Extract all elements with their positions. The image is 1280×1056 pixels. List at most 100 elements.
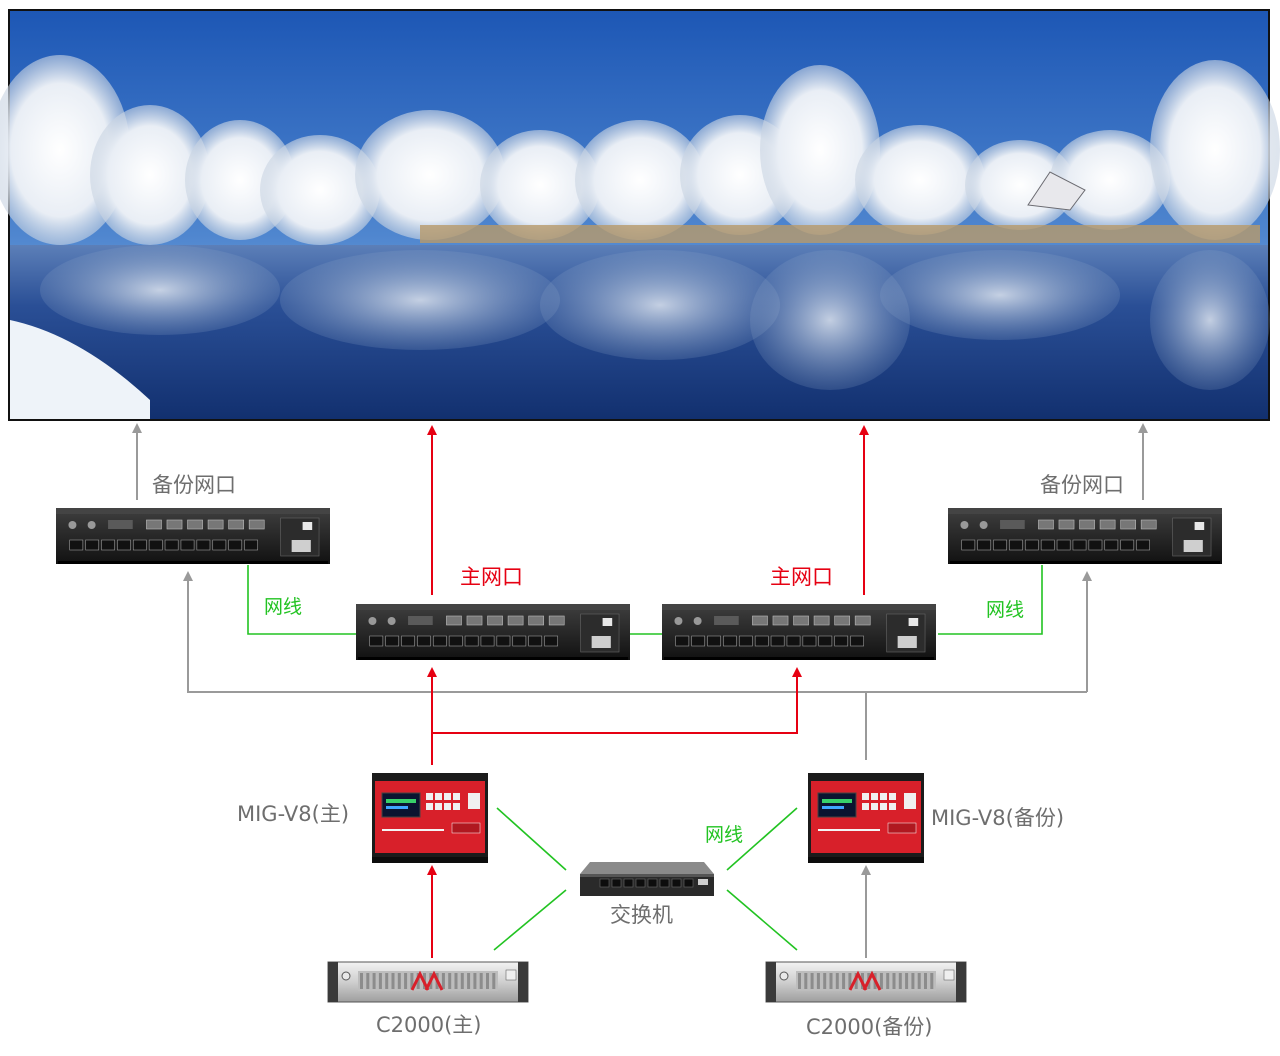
cable-left xyxy=(247,565,356,635)
ethernet-port xyxy=(1024,539,1039,551)
mig-logo-badge xyxy=(468,793,480,809)
ethernet-port xyxy=(69,539,84,551)
processor-backup-left xyxy=(56,508,330,564)
ethernet-port xyxy=(212,539,227,551)
dvi-port xyxy=(166,519,183,530)
mig-keypad-key xyxy=(889,803,896,810)
server-vent-slot xyxy=(823,973,827,989)
mig-lcd-line xyxy=(386,806,408,809)
processor-bottom xyxy=(358,657,628,660)
ethernet-port xyxy=(101,539,115,551)
mig-keypad-key xyxy=(435,793,442,800)
mig-foot xyxy=(808,857,924,863)
dvi-port xyxy=(548,615,565,626)
bnc-connector xyxy=(674,617,683,625)
ethernet-port xyxy=(977,539,992,551)
ethernet-port xyxy=(754,635,769,647)
power-switch xyxy=(602,618,613,626)
ethernet-port xyxy=(480,635,495,647)
main-link-mig-to-right xyxy=(432,667,802,734)
ethernet-port xyxy=(1056,539,1071,551)
ethernet-port xyxy=(180,539,195,551)
server-vent-slot xyxy=(829,973,833,989)
ethernet-port xyxy=(117,539,131,551)
label-mig-main: MIG-V8(主) xyxy=(237,802,350,826)
server-vent-slot xyxy=(416,973,420,989)
label-cable-switch: 网线 xyxy=(705,824,744,846)
ethernet-port xyxy=(385,635,400,647)
processor-main-right xyxy=(662,604,936,660)
ethernet-port xyxy=(448,635,463,647)
dvi-port xyxy=(228,519,244,530)
server-vent-slot xyxy=(879,973,883,989)
mig-keypad-key xyxy=(871,793,878,800)
ethernet-port xyxy=(1104,539,1119,551)
ethernet-port xyxy=(993,539,1007,551)
ethernet-port xyxy=(818,635,833,647)
server-vent-slot xyxy=(360,973,363,989)
dvi-port xyxy=(1079,519,1095,530)
server-vent-slot xyxy=(924,973,927,989)
server-vent-slot xyxy=(441,973,445,989)
label-cable-left: 网线 xyxy=(264,596,303,618)
power-switch xyxy=(302,522,313,530)
server-vent-slot xyxy=(898,973,902,989)
snowy-tree-line xyxy=(0,55,1280,245)
server-rack-ear xyxy=(328,962,338,1002)
serial-port xyxy=(108,520,133,529)
processor-top xyxy=(662,604,936,610)
mig-lcd-line xyxy=(822,799,852,803)
label-main-port-left: 主网口 xyxy=(460,565,523,589)
power-switch xyxy=(908,618,919,626)
mig-lcd-screen xyxy=(381,792,421,818)
server-vent-slot xyxy=(460,973,464,989)
server-vent-slot xyxy=(492,973,496,989)
label-backup-port-right: 备份网口 xyxy=(1040,473,1124,497)
server-vent-slot xyxy=(892,973,896,989)
ethernet-port xyxy=(132,539,147,551)
ethernet-port xyxy=(369,635,384,647)
server-vent-slot xyxy=(842,973,846,989)
bnc-connector xyxy=(387,617,396,625)
ethernet-port xyxy=(1120,539,1135,551)
ethernet-port xyxy=(228,539,243,551)
mig-keypad-key xyxy=(880,803,887,810)
dvi-port xyxy=(446,615,462,626)
server-vent-slot xyxy=(410,973,414,989)
server-brand-logo xyxy=(410,970,444,991)
mig-keypad-key xyxy=(862,793,869,800)
server-vent-slot xyxy=(391,973,395,989)
dvi-port xyxy=(1140,519,1157,530)
mig-lcd-line xyxy=(386,799,416,803)
server-vent-slot xyxy=(454,973,458,989)
processor-bottom xyxy=(58,561,328,564)
dvi-port xyxy=(487,615,503,626)
ethernet-port xyxy=(723,635,737,647)
server-status-panel xyxy=(943,969,955,981)
ethernet-port xyxy=(786,635,801,647)
ethernet-port xyxy=(1009,539,1023,551)
dvi-port xyxy=(1120,519,1136,530)
processor-backup-right xyxy=(948,508,1222,564)
c2000-backup-server xyxy=(765,961,967,1003)
label-cable-right: 网线 xyxy=(986,599,1025,621)
bnc-connector xyxy=(960,521,969,529)
mig-keypad-key xyxy=(444,803,451,810)
ethernet-port xyxy=(850,635,864,647)
mig-logo-badge xyxy=(904,793,916,809)
ethernet-port xyxy=(675,635,690,647)
cable-server-main-switch xyxy=(493,889,567,951)
backup-link-mig-to-left xyxy=(183,571,867,760)
ethernet-port xyxy=(164,539,179,551)
dvi-port xyxy=(772,615,789,626)
server-vent-slot xyxy=(473,973,477,989)
ethernet-port xyxy=(432,635,447,647)
server-vent-slot xyxy=(835,973,839,989)
ethernet-port xyxy=(1136,539,1150,551)
ethernet-port xyxy=(148,539,163,551)
ethernet-port xyxy=(544,635,558,647)
mig-stripe xyxy=(382,829,444,831)
server-vent-slot xyxy=(479,973,483,989)
